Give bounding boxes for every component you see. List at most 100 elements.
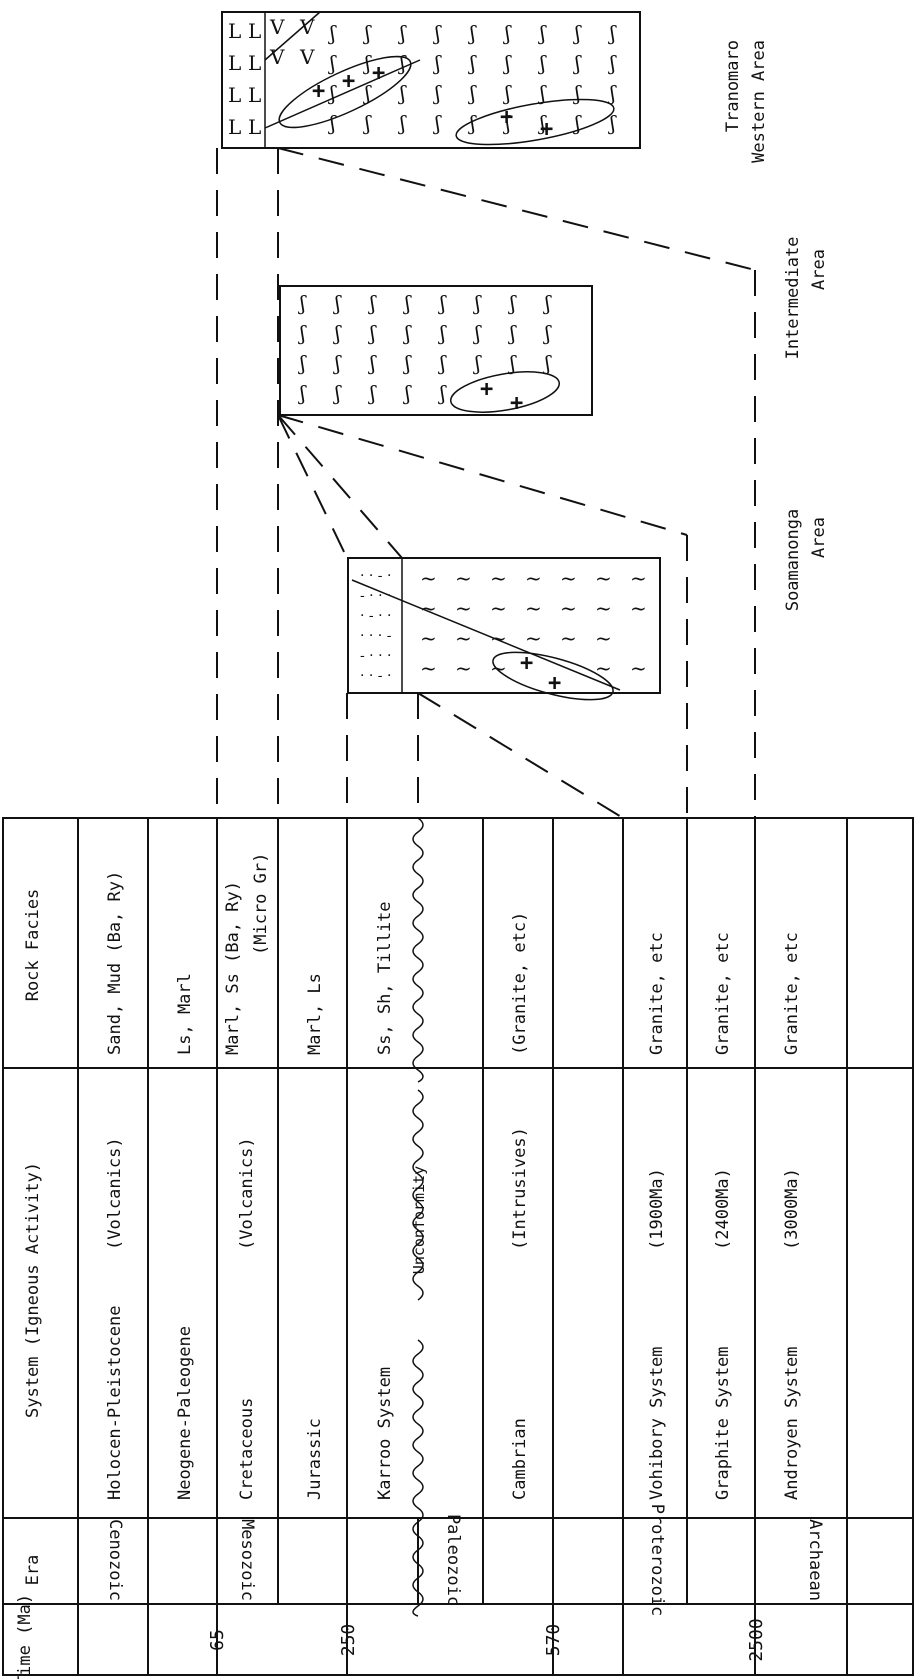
svg-text:ʃ: ʃ bbox=[538, 51, 547, 75]
svg-text:- · · ·: - · · · bbox=[360, 648, 391, 664]
soamanonga-label-1: Soamanonga bbox=[783, 509, 803, 611]
svg-text:ʃ: ʃ bbox=[473, 351, 482, 375]
svg-text:~: ~ bbox=[595, 626, 612, 650]
svg-text:ʃ: ʃ bbox=[333, 381, 342, 405]
svg-text:~: ~ bbox=[455, 656, 472, 680]
svg-text:ʃ: ʃ bbox=[573, 21, 582, 45]
dashed-line-fan-2 bbox=[278, 415, 402, 558]
svg-text:L: L bbox=[248, 83, 261, 107]
svg-text:ʃ: ʃ bbox=[433, 21, 442, 45]
svg-text:~: ~ bbox=[595, 596, 612, 620]
era-paleozoic: Paleozoic bbox=[443, 1514, 463, 1606]
svg-text:+: + bbox=[480, 377, 493, 402]
svg-text:L: L bbox=[248, 19, 261, 43]
row-dividers bbox=[217, 818, 755, 1675]
svg-text:ʃ: ʃ bbox=[468, 81, 477, 105]
svg-text:ʃ: ʃ bbox=[298, 321, 307, 345]
svg-text:ʃ: ʃ bbox=[503, 81, 512, 105]
svg-text:~: ~ bbox=[420, 626, 437, 650]
svg-text:+: + bbox=[510, 391, 523, 416]
svg-text:ʃ: ʃ bbox=[328, 111, 337, 135]
svg-text:~: ~ bbox=[630, 566, 647, 590]
system-androyen: Androyen System bbox=[782, 1346, 802, 1500]
system-vohibory: Vohibory System bbox=[647, 1346, 667, 1500]
time-labels: 65 250 570 2500 bbox=[207, 1618, 767, 1661]
svg-text:~: ~ bbox=[455, 596, 472, 620]
svg-text:+: + bbox=[312, 79, 325, 104]
system-jurassic: Jurassic bbox=[305, 1418, 325, 1500]
svg-text:ʃ: ʃ bbox=[433, 51, 442, 75]
column-intermediate: ʃʃʃʃ ʃʃʃʃ ʃʃʃʃ ʃʃʃʃ ʃʃʃʃ ʃʃʃ ʃʃʃ ʃʃʃ ++ … bbox=[280, 237, 829, 420]
svg-text:~: ~ bbox=[420, 596, 437, 620]
header-rock-facies: Rock Facies bbox=[23, 889, 43, 1002]
facies-vohibory: Granite, etc bbox=[647, 932, 667, 1055]
svg-text:ʃ: ʃ bbox=[403, 291, 412, 315]
svg-text:~: ~ bbox=[525, 566, 542, 590]
dashed-line-intermediate-fan bbox=[278, 415, 687, 535]
system-neogene: Neogene-Paleogene bbox=[175, 1326, 195, 1500]
svg-text:ʃ: ʃ bbox=[543, 291, 552, 315]
svg-text:ʃ: ʃ bbox=[438, 351, 447, 375]
tranomaro-label-2: Western Area bbox=[749, 40, 769, 163]
svg-text:ʃ: ʃ bbox=[328, 81, 337, 105]
era-mesozoic: Mesozoic bbox=[237, 1519, 257, 1601]
svg-text:ʃ: ʃ bbox=[608, 51, 617, 75]
svg-text:ʃ: ʃ bbox=[438, 381, 447, 405]
svg-text:ʃ: ʃ bbox=[438, 321, 447, 345]
svg-text:~: ~ bbox=[420, 656, 437, 680]
svg-text:+: + bbox=[372, 61, 385, 86]
system-holocene: Holocen-Pleistocene bbox=[105, 1306, 125, 1500]
svg-text:ʃ: ʃ bbox=[508, 291, 517, 315]
era-archaean: Archaean bbox=[805, 1519, 825, 1601]
era-cenozoic: Cenozoic bbox=[105, 1519, 125, 1601]
svg-text:ʃ: ʃ bbox=[403, 381, 412, 405]
svg-text:ʃ: ʃ bbox=[468, 51, 477, 75]
system-cambrian: Cambrian bbox=[510, 1418, 530, 1500]
activity-vohibory: (1900Ma) bbox=[647, 1168, 667, 1250]
dashed-line-fan-3 bbox=[418, 693, 623, 818]
facies-androyen: Granite, etc bbox=[782, 932, 802, 1055]
svg-text:+: + bbox=[500, 105, 513, 130]
facies-karroo: Ss, Sh, Tillite bbox=[375, 901, 395, 1055]
facies-holocene: Sand, Mud (Ba, Ry) bbox=[105, 871, 125, 1055]
svg-text:ʃ: ʃ bbox=[573, 81, 582, 105]
granite-intrusion-3 bbox=[448, 365, 563, 420]
granite-intrusion-2 bbox=[453, 90, 617, 153]
dashed-line-western-fan bbox=[278, 148, 755, 270]
svg-text:~: ~ bbox=[560, 596, 577, 620]
system-cretaceous: Cretaceous bbox=[237, 1398, 257, 1500]
system-karroo: Karroo System bbox=[375, 1367, 395, 1500]
era-proterozoic: Proterozoic bbox=[647, 1504, 667, 1617]
svg-text:~: ~ bbox=[560, 566, 577, 590]
svg-text:ʃ: ʃ bbox=[433, 111, 442, 135]
svg-text:~: ~ bbox=[490, 596, 507, 620]
svg-text:ʃ: ʃ bbox=[398, 81, 407, 105]
header-time: Time (Ma) bbox=[15, 1594, 35, 1679]
svg-text:ʃ: ʃ bbox=[333, 351, 342, 375]
svg-text:ʃ: ʃ bbox=[543, 351, 552, 375]
svg-text:L: L bbox=[228, 51, 241, 75]
svg-text:ʃ: ʃ bbox=[433, 81, 442, 105]
svg-text:L: L bbox=[228, 19, 241, 43]
svg-text:~: ~ bbox=[525, 626, 542, 650]
svg-text:~: ~ bbox=[455, 626, 472, 650]
svg-text:~: ~ bbox=[630, 596, 647, 620]
tranomaro-label-1: Tranomaro bbox=[723, 40, 743, 132]
svg-text:ʃ: ʃ bbox=[608, 81, 617, 105]
svg-text:ʃ: ʃ bbox=[538, 21, 547, 45]
soamanonga-label-2: Area bbox=[809, 517, 829, 558]
svg-text:ʃ: ʃ bbox=[298, 291, 307, 315]
svg-text:ʃ: ʃ bbox=[298, 351, 307, 375]
svg-text:ʃ: ʃ bbox=[398, 21, 407, 45]
svg-text:ʃ: ʃ bbox=[508, 321, 517, 345]
svg-text:ʃ: ʃ bbox=[328, 51, 337, 75]
facies-cretaceous: Marl, Ss (Ba, Ry) bbox=[223, 881, 243, 1055]
svg-text:L: L bbox=[248, 115, 261, 139]
time-label-250: 250 bbox=[338, 1624, 359, 1657]
svg-text:ʃ: ʃ bbox=[543, 321, 552, 345]
svg-text:+: + bbox=[548, 671, 561, 696]
facies-graphite: Granite, etc bbox=[713, 932, 733, 1055]
svg-text:+: + bbox=[342, 69, 355, 94]
svg-text:~: ~ bbox=[490, 566, 507, 590]
